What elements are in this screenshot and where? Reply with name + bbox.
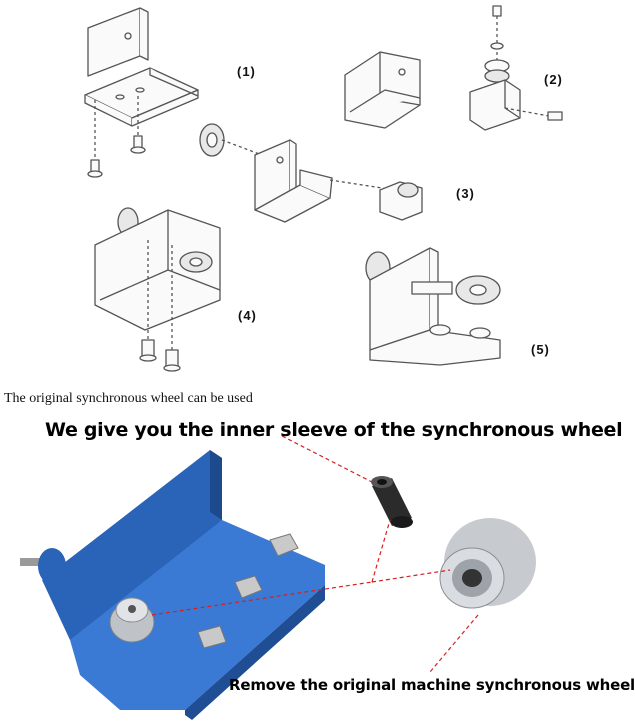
step-label-1: (1)	[237, 64, 256, 79]
original-pulley	[439, 518, 536, 609]
step5-parts	[365, 247, 501, 366]
step1-parts	[84, 7, 199, 178]
photo-heading: We give you the inner sleeve of the sync…	[45, 419, 623, 441]
step-label-2: (2)	[544, 72, 563, 87]
blue-bracket	[20, 450, 325, 720]
step-label-5: (5)	[531, 342, 550, 357]
pointer-lines	[151, 435, 479, 673]
diagram-caption: The original synchronous wheel can be us…	[4, 391, 253, 406]
photo-footer: Remove the original machine synchronous …	[229, 676, 635, 694]
inner-sleeve	[371, 476, 413, 528]
product-photo	[0, 410, 635, 725]
step2-parts	[344, 5, 563, 131]
step-label-3: (3)	[456, 186, 475, 201]
step4-parts	[94, 207, 221, 372]
step3-parts	[199, 123, 423, 223]
assembly-diagram	[84, 5, 563, 372]
step-label-4: (4)	[238, 308, 257, 323]
